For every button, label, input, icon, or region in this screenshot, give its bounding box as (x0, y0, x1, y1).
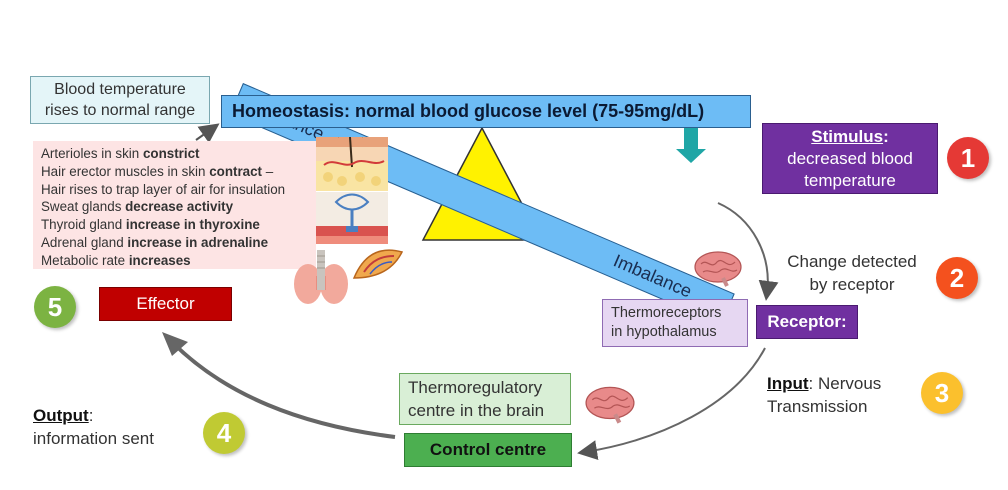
stimulus-line-1: decreased blood (787, 148, 913, 168)
step-1-badge: 1 (947, 137, 989, 179)
cycle-arrow-to-control (577, 347, 766, 460)
homeostasis-banner: Homeostasis: normal blood glucose level … (221, 95, 751, 128)
skin-cross-section-image (316, 137, 388, 191)
step2-label: Change detected by receptor (787, 252, 917, 294)
homeostasis-text: Homeostasis: normal blood glucose level … (232, 101, 705, 121)
thyroid-gland-image (294, 250, 348, 304)
brain-icon (694, 251, 742, 287)
effect-item: Hair rises to trap layer of air for insu… (41, 181, 286, 197)
result-arrow (195, 123, 220, 144)
effect-item: Metabolic rate increases (41, 252, 191, 268)
result-box: Blood temperature rises to normal range (30, 76, 210, 124)
step3-label: Input: Nervous Transmission (767, 374, 882, 416)
step4-label: Output: information sent (33, 406, 154, 448)
down-arrow-icon (676, 127, 706, 163)
stimulus-title: Stimulus: (811, 126, 889, 146)
receptor-detail-box: Thermoreceptors in hypothalamus (602, 299, 748, 347)
cycle-arrowhead-effector (162, 332, 188, 356)
stimulus-line-2: temperature (804, 170, 896, 190)
effect-item: Arterioles in skin constrict (41, 146, 200, 161)
effect-item: Hair erector muscles in skin contract – (41, 163, 274, 179)
sweat-gland-image (316, 192, 388, 244)
step-5-badge: 5 (34, 286, 76, 328)
step-4-badge: 4 (203, 412, 245, 454)
step-2-badge: 2 (936, 257, 978, 299)
effects-list: Arterioles in skin constrict Hair erecto… (41, 145, 285, 270)
effector-box: Effector (99, 287, 232, 321)
receptor-box: Receptor: (756, 305, 858, 339)
step-3-badge: 3 (921, 372, 963, 414)
adrenal-gland-image (352, 249, 404, 279)
control-detail-box: Thermoregulatory centre in the brain (399, 373, 571, 425)
effect-item: Sweat glands decrease activity (41, 199, 234, 215)
effects-panel (33, 141, 316, 269)
result-line-1: Blood temperature (54, 81, 186, 98)
control-centre-box: Control centre (404, 433, 572, 467)
cycle-arrow-to-effector (170, 340, 396, 439)
result-line-2: rises to normal range (44, 102, 196, 119)
stimulus-box: Stimulus: decreased blood temperature (762, 123, 938, 194)
effect-item: Adrenal gland increase in adrenaline (41, 234, 269, 250)
cycle-arrow-to-receptor (717, 202, 779, 301)
brain-icon (585, 386, 635, 424)
effect-item: Thyroid gland increase in thyroxine (41, 217, 260, 233)
